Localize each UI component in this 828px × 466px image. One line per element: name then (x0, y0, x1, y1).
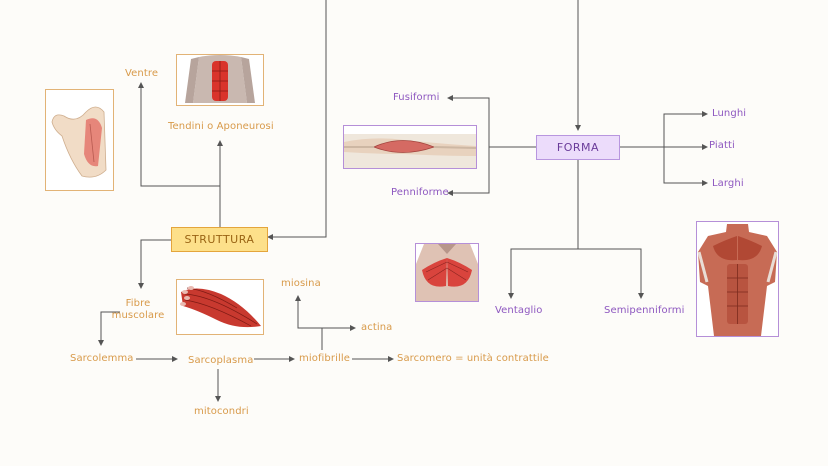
piatti-label: Piatti (709, 140, 735, 151)
edge-forma-lunghi (663, 111, 708, 147)
ventre-label: Ventre (125, 68, 159, 79)
sarcolemma-label: Sarcolemma (70, 353, 134, 364)
edge-forma-fusiformi (447, 95, 490, 147)
miosina-label: miosina (281, 278, 321, 289)
struttura-label: STRUTTURA (184, 233, 255, 246)
sarcomero-label: Sarcomero = unità contrattile (397, 353, 549, 364)
arm-biceps-image (45, 89, 114, 191)
struttura-node[interactable]: STRUTTURA (171, 227, 268, 252)
actina-label: actina (361, 322, 393, 333)
semipenniformi-label: Semipenniformi (604, 305, 685, 316)
fusiform-muscle-image (343, 125, 477, 169)
edge-fibre-sarcolemma (98, 311, 120, 346)
sarcoplasma-label: Sarcoplasma (188, 355, 254, 366)
edge-miofibrille-miosina (295, 295, 323, 350)
pectoral-muscle-image (415, 243, 479, 302)
edge-forma-semipenniformi (578, 248, 644, 299)
fibre-label: Fibre muscolare (111, 298, 165, 321)
ventaglio-label: Ventaglio (495, 305, 543, 316)
edge-struttura-ventre (138, 82, 221, 227)
edge-forma-penniforme (447, 147, 490, 196)
muscle-fibers-image (176, 279, 264, 335)
edge-struttura-fibre (138, 239, 172, 289)
anterior-torso-muscles-image (696, 221, 779, 337)
fusiformi-label: Fusiformi (393, 92, 440, 103)
forma-label: FORMA (556, 141, 600, 154)
larghi-label: Larghi (712, 178, 744, 189)
forma-node[interactable]: FORMA (536, 135, 620, 160)
edge-forma-ventaglio (508, 248, 578, 299)
penniforme-label: Penniforme (391, 187, 449, 198)
miofibrille-label: miofibrille (299, 353, 350, 364)
edge-forma-larghi (663, 147, 708, 186)
abdominal-muscles-image (176, 54, 264, 106)
lunghi-label: Lunghi (712, 108, 747, 119)
edge-root-struttura (267, 0, 327, 240)
mitocondri-label: mitocondri (194, 406, 249, 417)
tendini-label: Tendini o Aponeurosi (168, 121, 274, 132)
